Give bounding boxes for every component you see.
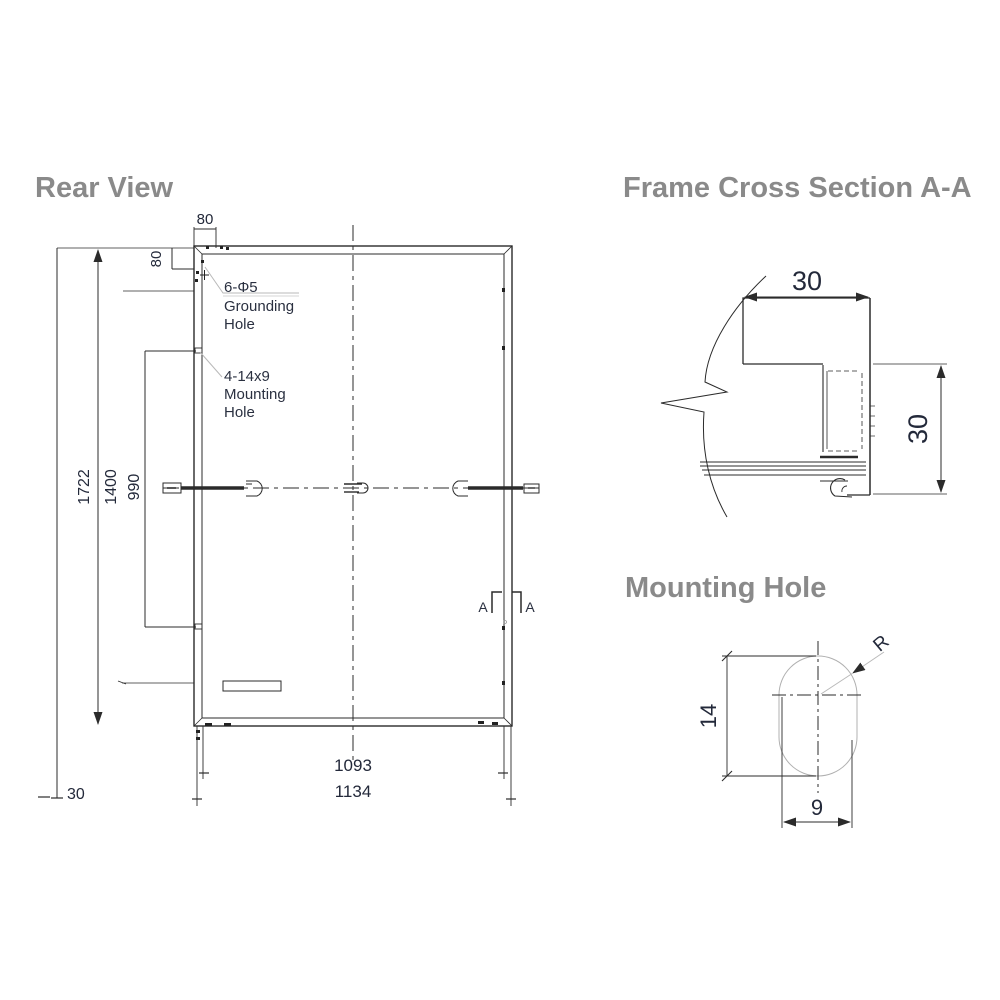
dim-80-top-label: 80 xyxy=(197,211,214,228)
dim-1722-label: 1722 xyxy=(76,469,93,505)
dim-1093-label: 1093 xyxy=(334,756,372,775)
wall-thread-ticks xyxy=(870,405,875,437)
bottom-label-plate xyxy=(222,680,282,692)
frame-edge-marks xyxy=(196,288,505,740)
cross-section-title: Frame Cross Section A-A xyxy=(623,172,972,204)
radius-leader: R xyxy=(820,631,893,695)
dimension-80-top: 80 xyxy=(193,211,217,248)
dim-80-side-label: 80 xyxy=(148,251,165,268)
dimension-30-flange: 30 xyxy=(744,266,869,302)
dimension-990: 990 xyxy=(126,350,196,628)
grounding-callout: 6-Φ5 Grounding Hole xyxy=(204,266,299,333)
dim-1400-label: 1400 xyxy=(103,469,120,505)
mounting-hole-title: Mounting Hole xyxy=(625,572,826,604)
dimension-14: 14 xyxy=(696,650,816,782)
dimension-80-side: 80 xyxy=(148,248,194,270)
dim-30-label: 30 xyxy=(67,786,85,803)
mounting-hole-detail: Mounting Hole 14 9 R xyxy=(625,572,893,828)
rail-assembly xyxy=(162,480,540,497)
break-line xyxy=(660,275,767,518)
section-markers: A A xyxy=(478,591,535,624)
section-a-right-label: A xyxy=(525,599,535,615)
rear-view-title: Rear View xyxy=(35,172,174,204)
mounting-callout-line1: 4-14x9 xyxy=(224,368,270,385)
dim-990-label: 990 xyxy=(126,474,143,501)
frame-cross-section: Frame Cross Section A-A xyxy=(623,172,972,518)
mounting-callout-line3: Hole xyxy=(224,404,255,421)
dim-14-label: 14 xyxy=(696,704,721,728)
dim-1134-label: 1134 xyxy=(335,782,372,801)
dimension-30-bottom: 30 xyxy=(67,786,85,803)
dim-flange-30-label: 30 xyxy=(792,266,822,296)
dim-9-label: 9 xyxy=(811,795,823,820)
dimension-30-height: 30 xyxy=(873,363,947,495)
slot-outline xyxy=(778,655,858,777)
rear-view: Rear View xyxy=(35,172,540,806)
mounting-hole-marks xyxy=(194,347,203,630)
mounting-callout: 4-14x9 Mounting Hole xyxy=(199,351,286,421)
rail-center-clamp xyxy=(344,482,369,494)
dim-height-30-label: 30 xyxy=(903,414,933,444)
radius-label: R xyxy=(869,631,893,656)
dimension-9: 9 xyxy=(781,697,853,828)
section-a-left-label: A xyxy=(478,599,488,615)
dimension-1722: 1722 xyxy=(38,248,93,799)
mounting-callout-line2: Mounting xyxy=(224,386,286,403)
grounding-callout-line2: Grounding xyxy=(224,298,294,315)
dimension-1093-1134: 1093 1134 xyxy=(192,726,516,806)
grounding-hole-marks xyxy=(195,246,229,282)
grounding-callout-line3: Hole xyxy=(224,316,255,333)
dimension-1400: 1400 xyxy=(93,249,120,725)
grounding-callout-line1: 6-Φ5 xyxy=(224,279,258,296)
frame-profile xyxy=(700,297,875,498)
extension-lines xyxy=(57,247,194,685)
